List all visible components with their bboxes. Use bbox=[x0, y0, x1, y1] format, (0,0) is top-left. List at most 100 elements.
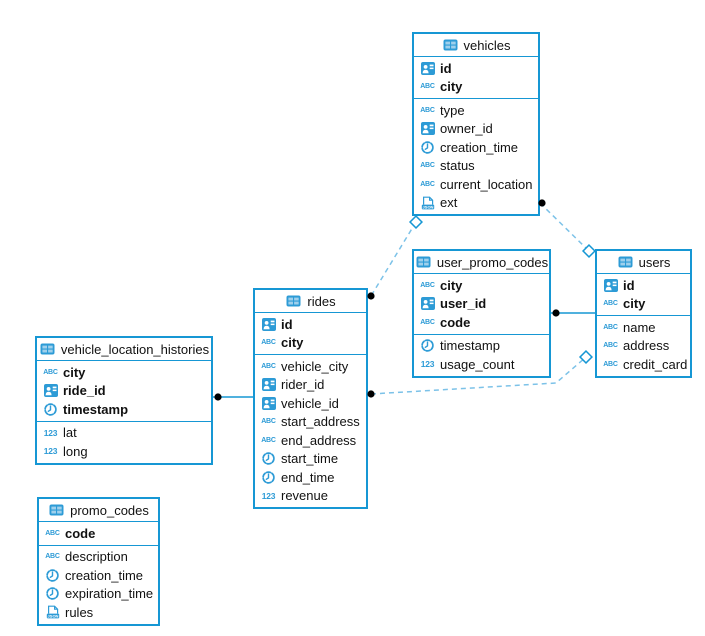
column-row-expiration_time[interactable]: expiration_time bbox=[39, 585, 158, 604]
column-name: name bbox=[623, 319, 656, 335]
column-name: credit_card bbox=[623, 356, 688, 372]
key-columns-section: ABC city ride_id timestamp bbox=[37, 361, 211, 422]
column-row-end_address[interactable]: ABC end_address bbox=[255, 431, 366, 450]
abc-text-type-icon: ABC bbox=[420, 318, 435, 326]
table-icon bbox=[48, 504, 65, 516]
column-name: ext bbox=[440, 195, 458, 211]
relationship-vehicle_location_histories-rides[interactable] bbox=[213, 393, 254, 401]
columns-section: ABC description creation_time expiration_… bbox=[39, 546, 158, 624]
column-row-start_time[interactable]: start_time bbox=[255, 450, 366, 469]
endpoint-dot bbox=[367, 390, 375, 398]
column-name: code bbox=[65, 525, 96, 541]
table-name: users bbox=[638, 254, 671, 270]
123-numeric-type-icon: 123 bbox=[43, 427, 58, 438]
table-header[interactable]: vehicles bbox=[414, 34, 538, 57]
column-row-id[interactable]: id bbox=[255, 315, 366, 334]
column-name: vehicle_id bbox=[281, 395, 339, 411]
abc-text-type-icon: ABC bbox=[43, 368, 58, 376]
column-row-end_time[interactable]: end_time bbox=[255, 468, 366, 487]
column-row-id[interactable]: id bbox=[597, 276, 690, 295]
timestamp-clock-icon bbox=[419, 140, 436, 154]
column-name: city bbox=[63, 364, 86, 380]
column-name: description bbox=[65, 549, 128, 565]
timestamp-clock-icon bbox=[260, 452, 277, 466]
table-header[interactable]: user_promo_codes bbox=[414, 251, 549, 274]
table-name: vehicles bbox=[463, 37, 511, 53]
column-name: vehicle_city bbox=[281, 358, 349, 374]
column-row-user_id[interactable]: user_id bbox=[414, 295, 549, 314]
column-row-creation_time[interactable]: creation_time bbox=[414, 138, 538, 157]
svg-text:JSON: JSON bbox=[422, 204, 433, 209]
column-name: current_location bbox=[440, 176, 533, 192]
column-row-vehicle_id[interactable]: vehicle_id bbox=[255, 394, 366, 413]
table-name: vehicle_location_histories bbox=[60, 341, 210, 357]
relationship-user_promo_codes-users[interactable] bbox=[550, 309, 596, 317]
timestamp-clock-icon bbox=[260, 470, 277, 484]
column-row-creation_time[interactable]: creation_time bbox=[39, 566, 158, 585]
column-row-id[interactable]: id bbox=[414, 59, 538, 78]
table-header[interactable]: vehicle_location_histories bbox=[37, 338, 211, 361]
abc-text-type-icon: ABC bbox=[420, 162, 435, 170]
endpoint-diamond bbox=[581, 243, 597, 259]
column-row-ext[interactable]: JSON ext bbox=[414, 194, 538, 213]
endpoint-dot bbox=[552, 309, 560, 317]
column-row-rider_id[interactable]: rider_id bbox=[255, 376, 366, 395]
123-numeric-type-icon: 123 bbox=[261, 490, 276, 501]
endpoint-dot bbox=[367, 292, 375, 300]
table-header[interactable]: users bbox=[597, 251, 690, 274]
column-row-current_location[interactable]: ABC current_location bbox=[414, 175, 538, 194]
column-row-ride_id[interactable]: ride_id bbox=[37, 382, 211, 401]
abc-text-type-icon: ABC bbox=[261, 436, 276, 444]
abc-text-type-icon: ABC bbox=[603, 360, 618, 368]
column-name: code bbox=[440, 314, 471, 330]
column-row-description[interactable]: ABC description bbox=[39, 548, 158, 567]
column-row-credit_card[interactable]: ABC credit_card bbox=[597, 355, 690, 374]
column-row-city[interactable]: ABC city bbox=[597, 295, 690, 314]
column-row-lat[interactable]: 123 lat bbox=[37, 424, 211, 443]
column-name: city bbox=[623, 296, 646, 312]
column-name: lat bbox=[63, 425, 77, 441]
column-name: city bbox=[281, 335, 304, 351]
column-row-code[interactable]: ABC code bbox=[414, 313, 549, 332]
abc-text-type-icon: ABC bbox=[420, 180, 435, 188]
table-header[interactable]: rides bbox=[255, 290, 366, 313]
column-name: rider_id bbox=[281, 377, 325, 393]
abc-text-type-icon: ABC bbox=[261, 418, 276, 426]
id-badge-icon bbox=[419, 61, 436, 75]
column-row-timestamp[interactable]: timestamp bbox=[37, 400, 211, 419]
table-header[interactable]: promo_codes bbox=[39, 499, 158, 522]
column-row-owner_id[interactable]: owner_id bbox=[414, 120, 538, 139]
column-row-timestamp[interactable]: timestamp bbox=[414, 337, 549, 356]
column-name: end_address bbox=[281, 432, 357, 448]
column-row-city[interactable]: ABC city bbox=[37, 363, 211, 382]
abc-text-type-icon: ABC bbox=[603, 300, 618, 308]
123-numeric-type-icon: 123 bbox=[420, 359, 435, 370]
abc-text-type-icon: ABC bbox=[45, 553, 60, 561]
